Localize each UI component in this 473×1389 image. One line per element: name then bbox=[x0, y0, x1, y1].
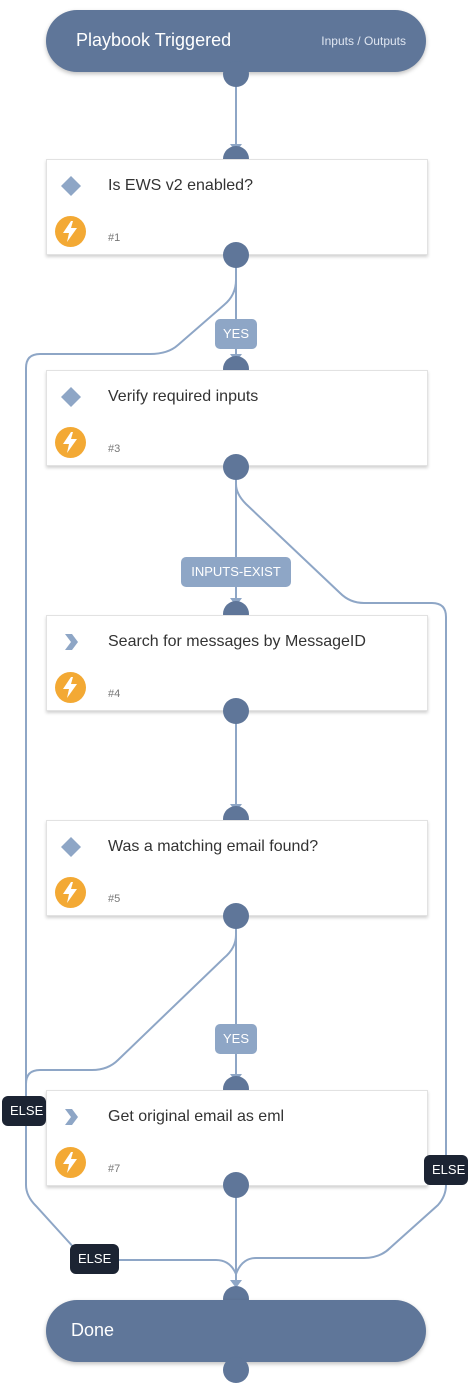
connector-dot-task3-out[interactable] bbox=[223, 454, 249, 480]
task-label: Get original email as eml bbox=[108, 1108, 285, 1125]
task-label: Verify required inputs bbox=[108, 388, 259, 405]
edge-label-yes[interactable]: YES bbox=[215, 319, 257, 349]
sub-playbook-chevron-icon bbox=[65, 1109, 78, 1125]
task-card-4[interactable]: Search for messages by MessageID #4 bbox=[46, 615, 428, 711]
automation-bolt-icon bbox=[55, 216, 86, 247]
condition-diamond-icon bbox=[61, 387, 81, 407]
connector-dot-task4-out[interactable] bbox=[223, 698, 249, 724]
edge-label-else-right[interactable]: ELSE bbox=[424, 1155, 468, 1185]
task-label: Is EWS v2 enabled? bbox=[108, 177, 253, 194]
task-number: #4 bbox=[108, 688, 121, 700]
task-label: Search for messages by MessageID bbox=[108, 633, 366, 650]
edge-label-yes[interactable]: YES bbox=[215, 1024, 257, 1054]
edge-label-else-bottom[interactable]: ELSE bbox=[70, 1244, 119, 1274]
edge-task3-else-to-done bbox=[235, 470, 447, 1275]
task-card-3[interactable]: Verify required inputs #3 bbox=[46, 370, 428, 466]
task-number: #7 bbox=[108, 1163, 121, 1175]
done-node-title: Done bbox=[71, 1320, 115, 1340]
task-number: #5 bbox=[108, 893, 121, 905]
task-card-7[interactable]: Get original email as eml #7 bbox=[46, 1090, 428, 1186]
automation-bolt-icon bbox=[55, 427, 86, 458]
task-card-5[interactable]: Was a matching email found? #5 bbox=[46, 820, 428, 916]
connector-dot-task7-out[interactable] bbox=[223, 1172, 249, 1198]
task-number: #1 bbox=[108, 232, 121, 244]
edge-label-inputs-exist[interactable]: INPUTS-EXIST bbox=[181, 557, 291, 587]
task-label: Was a matching email found? bbox=[108, 838, 319, 855]
edge-label-else-left[interactable]: ELSE bbox=[2, 1096, 46, 1126]
connector-dot-task5-out[interactable] bbox=[223, 903, 249, 929]
condition-diamond-icon bbox=[61, 176, 81, 196]
connector-dot-start-out[interactable] bbox=[223, 61, 249, 87]
edge-task5-else-to-task7 bbox=[25, 919, 237, 1112]
automation-bolt-icon bbox=[55, 672, 86, 703]
inputs-outputs-link[interactable]: Inputs / Outputs bbox=[321, 34, 406, 48]
automation-bolt-icon bbox=[55, 877, 86, 908]
start-node-title: Playbook Triggered bbox=[76, 30, 232, 50]
sub-playbook-chevron-icon bbox=[65, 634, 78, 650]
task-card-1[interactable]: Is EWS v2 enabled? #1 bbox=[46, 159, 428, 255]
done-node[interactable]: Done bbox=[46, 1300, 426, 1362]
arrowhead-done bbox=[230, 1280, 242, 1288]
task-number: #3 bbox=[108, 443, 121, 455]
connector-dot-done-out[interactable] bbox=[223, 1357, 249, 1383]
connector-dot-task1-out[interactable] bbox=[223, 242, 249, 268]
automation-bolt-icon bbox=[55, 1147, 86, 1178]
condition-diamond-icon bbox=[61, 837, 81, 857]
